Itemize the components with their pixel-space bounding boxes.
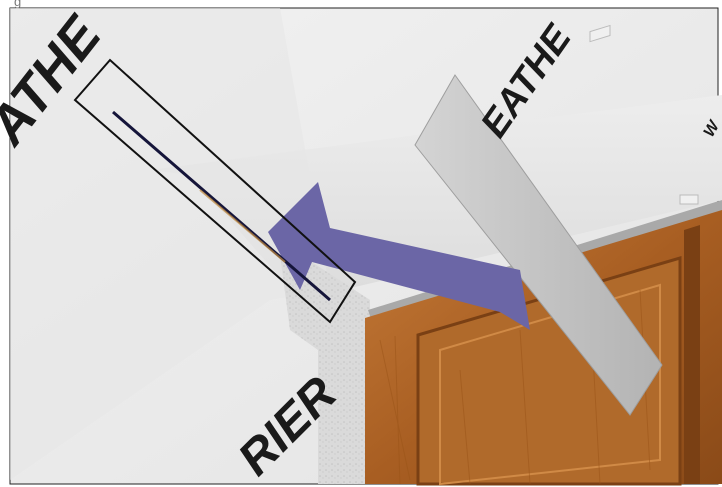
- door-jamb: [684, 225, 700, 484]
- clip-2: [680, 195, 698, 204]
- caption-fragment: g: [14, 0, 21, 9]
